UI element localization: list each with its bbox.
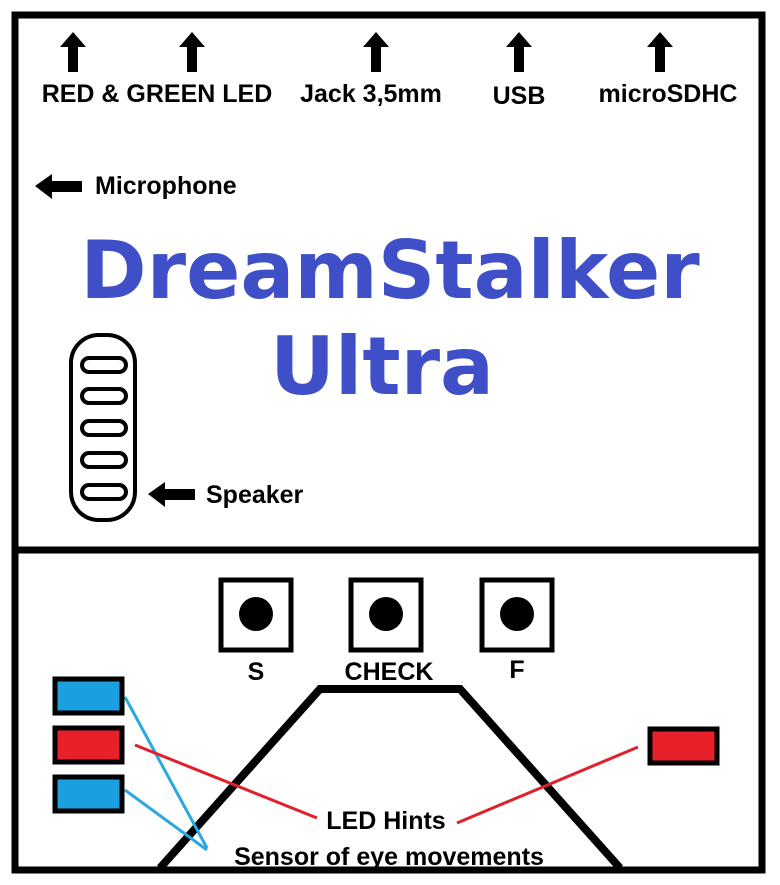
device-title-line1: DreamStalker	[80, 224, 700, 317]
button-f[interactable]	[479, 577, 555, 653]
arrow-left-icon	[35, 174, 82, 199]
arrow-up-icon	[179, 32, 205, 72]
eye-sensor-top	[52, 676, 125, 716]
speaker-grille	[69, 333, 137, 522]
button-s[interactable]	[218, 577, 294, 653]
button-check-label: CHECK	[345, 658, 434, 686]
arrow-up-icon	[647, 32, 673, 72]
led-callout-line	[456, 745, 639, 825]
nose-cutout	[157, 685, 623, 871]
led-hint-left	[52, 725, 125, 765]
device-title-line2: Ultra	[270, 320, 494, 413]
arrow-up-icon	[506, 32, 532, 72]
button-f-label: F	[509, 656, 524, 684]
sensor-callout-line	[123, 696, 209, 849]
arrow-left-icon	[148, 482, 195, 507]
port-label-jack: Jack 3,5mm	[300, 80, 442, 108]
led-hints-label: LED Hints	[326, 807, 445, 835]
eye-sensor-bottom	[52, 774, 125, 814]
button-s-label: S	[248, 658, 265, 686]
microphone-label: Microphone	[95, 172, 237, 200]
arrow-up-icon	[60, 32, 86, 72]
port-label-microsdhc: microSDHC	[599, 80, 738, 108]
led-hint-right	[647, 726, 720, 766]
speaker-label: Speaker	[206, 481, 304, 509]
eye-sensor-label: Sensor of eye movements	[234, 843, 544, 871]
sensor-callout-line	[124, 788, 208, 852]
arrow-up-icon	[363, 32, 389, 72]
button-check[interactable]	[348, 577, 424, 653]
led-callout-line	[134, 743, 318, 820]
port-label-led: RED & GREEN LED	[42, 80, 273, 108]
port-label-usb: USB	[493, 82, 546, 110]
device-outline	[11, 11, 766, 874]
